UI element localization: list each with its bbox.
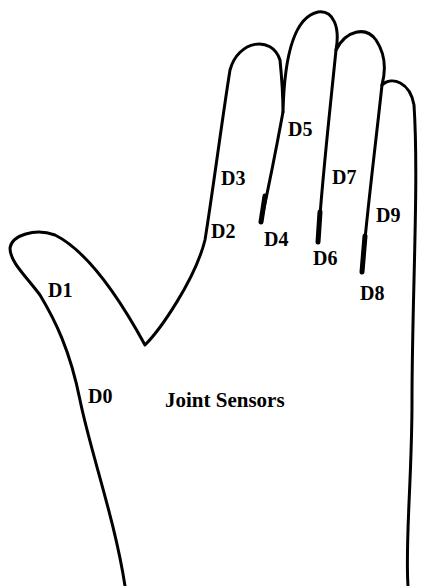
sensor-label: D8	[360, 283, 384, 303]
sensor-mark	[318, 212, 320, 242]
sensor-label: D7	[332, 167, 356, 187]
sensor-label: D4	[264, 229, 288, 249]
sensor-label: D1	[48, 280, 72, 300]
finger-line	[318, 50, 336, 242]
finger-line	[261, 112, 283, 222]
sensor-label: D5	[288, 119, 312, 139]
sensor-mark	[362, 236, 365, 272]
finger-line	[362, 85, 382, 272]
sensor-label: D2	[211, 221, 235, 241]
caption-label: Joint Sensors	[165, 390, 285, 411]
sensor-label: D3	[221, 168, 245, 188]
sensor-label: D6	[313, 248, 337, 268]
sensor-label: D0	[88, 386, 112, 406]
hand-outline	[10, 12, 416, 586]
sensor-label: D9	[376, 205, 400, 225]
sensor-mark	[261, 196, 265, 222]
